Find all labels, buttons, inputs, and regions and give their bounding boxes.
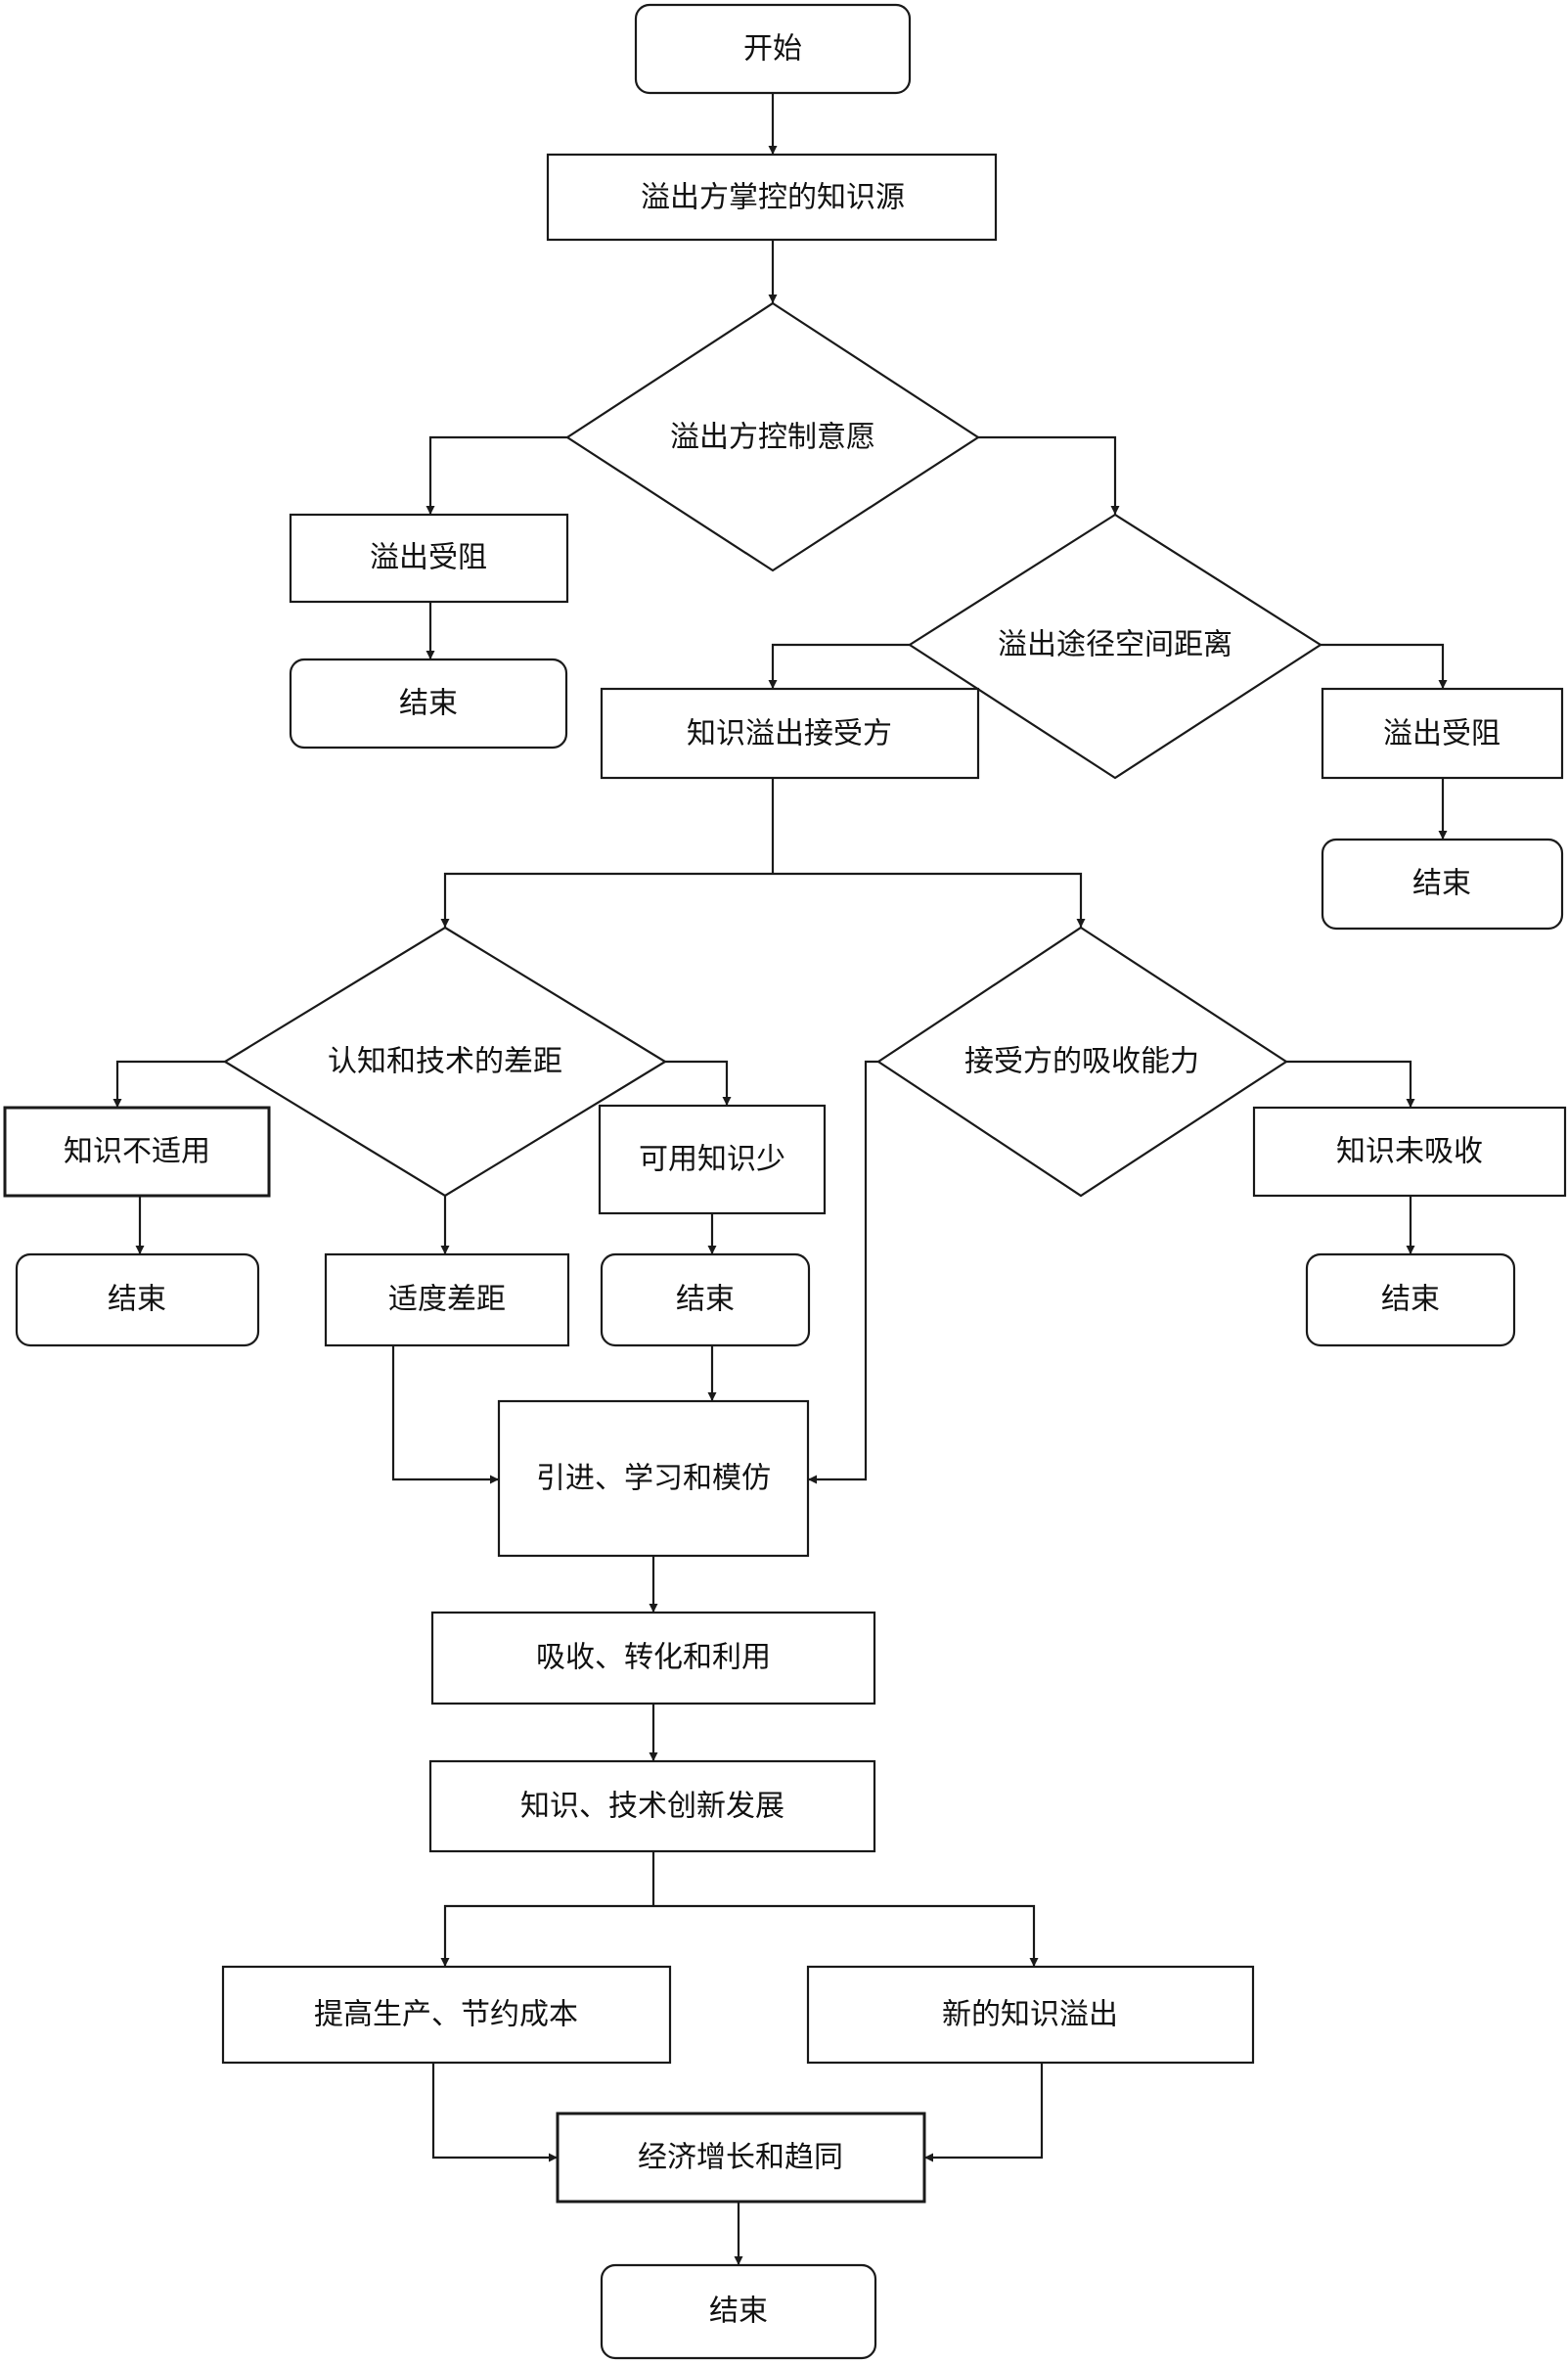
innovate-label: 知识、技术创新发展 <box>520 1790 784 1824</box>
blocked-node-right: 溢出受阻 <box>1321 687 1564 780</box>
blocked-right-label: 溢出受阻 <box>1383 717 1501 751</box>
end-node-2: 结束 <box>1321 838 1564 931</box>
edge-distance-blocked2 <box>1321 643 1448 689</box>
start-node: 开始 <box>634 3 912 95</box>
edge-will-distance <box>978 435 1120 515</box>
blocked-left-label: 溢出受阻 <box>370 541 487 575</box>
end-node-final: 结束 <box>600 2263 877 2360</box>
new-spillover-node: 新的知识溢出 <box>806 1965 1255 2065</box>
end-label-4: 结束 <box>676 1283 735 1317</box>
gap-decision: 认知和技术的差距 <box>222 926 668 1198</box>
edge-productivity-growth <box>431 2063 558 2162</box>
blocked-node-left: 溢出受阻 <box>289 513 569 604</box>
edge-moderate-imitate <box>391 1345 499 1484</box>
end-label-5: 结束 <box>1381 1283 1440 1317</box>
moderate-gap-label: 适度差距 <box>388 1283 506 1317</box>
growth-node: 经济增长和趋同 <box>556 2112 926 2204</box>
absorb-use-label: 吸收、转化和利用 <box>536 1641 771 1675</box>
end-label-final: 结束 <box>709 2295 768 2329</box>
gap-label: 认知和技术的差距 <box>328 1045 562 1079</box>
new-spillover-label: 新的知识溢出 <box>942 1998 1118 2032</box>
control-will-label: 溢出方控制意愿 <box>670 421 875 455</box>
absorb-capacity-label: 接受方的吸收能力 <box>964 1045 1199 1079</box>
connectors <box>112 93 1448 2265</box>
less-usable-node: 可用知识少 <box>598 1104 827 1215</box>
less-usable-label: 可用知识少 <box>639 1143 785 1177</box>
knowledge-source-label: 溢出方掌控的知识源 <box>641 181 905 215</box>
innovate-node: 知识、技术创新发展 <box>428 1759 876 1853</box>
absorb-capacity-decision: 接受方的吸收能力 <box>876 926 1289 1198</box>
edge-gap-lessusable <box>665 1060 732 1106</box>
edge-will-blocked1 <box>426 435 567 515</box>
end-node-1: 结束 <box>289 658 568 750</box>
control-will-decision: 溢出方控制意愿 <box>564 301 981 572</box>
edge-split-gap <box>440 872 773 928</box>
not-applicable-node: 知识不适用 <box>3 1106 271 1198</box>
end-label-3: 结束 <box>108 1283 166 1317</box>
knowledge-source-node: 溢出方掌控的知识源 <box>546 153 998 242</box>
edge-split-newspill <box>653 1904 1039 1967</box>
end-label-2: 结束 <box>1412 867 1471 901</box>
growth-label: 经济增长和趋同 <box>638 2141 843 2175</box>
receiver-label: 知识溢出接受方 <box>687 717 892 751</box>
receiver-node: 知识溢出接受方 <box>600 687 980 780</box>
edge-distance-receiver <box>768 643 910 689</box>
edge-newspill-growth <box>924 2063 1044 2162</box>
productivity-label: 提高生产、节约成本 <box>314 1998 578 2032</box>
distance-decision: 溢出途径空间距离 <box>907 513 1323 780</box>
edge-split-absorb <box>773 872 1086 928</box>
edge-split-productivity <box>440 1904 653 1967</box>
imitate-node: 引进、学习和模仿 <box>497 1399 810 1558</box>
distance-label: 溢出途径空间距离 <box>998 628 1232 662</box>
not-applicable-label: 知识不适用 <box>64 1135 210 1169</box>
end-node-4: 结束 <box>600 1252 811 1347</box>
start-label: 开始 <box>743 32 802 67</box>
edge-absorb-notabsorbed <box>1286 1060 1415 1108</box>
end-node-3: 结束 <box>15 1252 260 1347</box>
absorb-use-node: 吸收、转化和利用 <box>430 1611 876 1705</box>
not-absorbed-node: 知识未吸收 <box>1252 1106 1567 1198</box>
edge-gap-notapplicable <box>112 1060 225 1108</box>
end-node-5: 结束 <box>1305 1252 1516 1347</box>
end-label-1: 结束 <box>399 687 458 721</box>
edge-absorb-imitate <box>808 1060 878 1484</box>
imitate-label: 引进、学习和模仿 <box>536 1462 771 1496</box>
productivity-node: 提高生产、节约成本 <box>221 1965 672 2065</box>
moderate-gap-node: 适度差距 <box>324 1252 570 1347</box>
not-absorbed-label: 知识未吸收 <box>1336 1135 1483 1169</box>
